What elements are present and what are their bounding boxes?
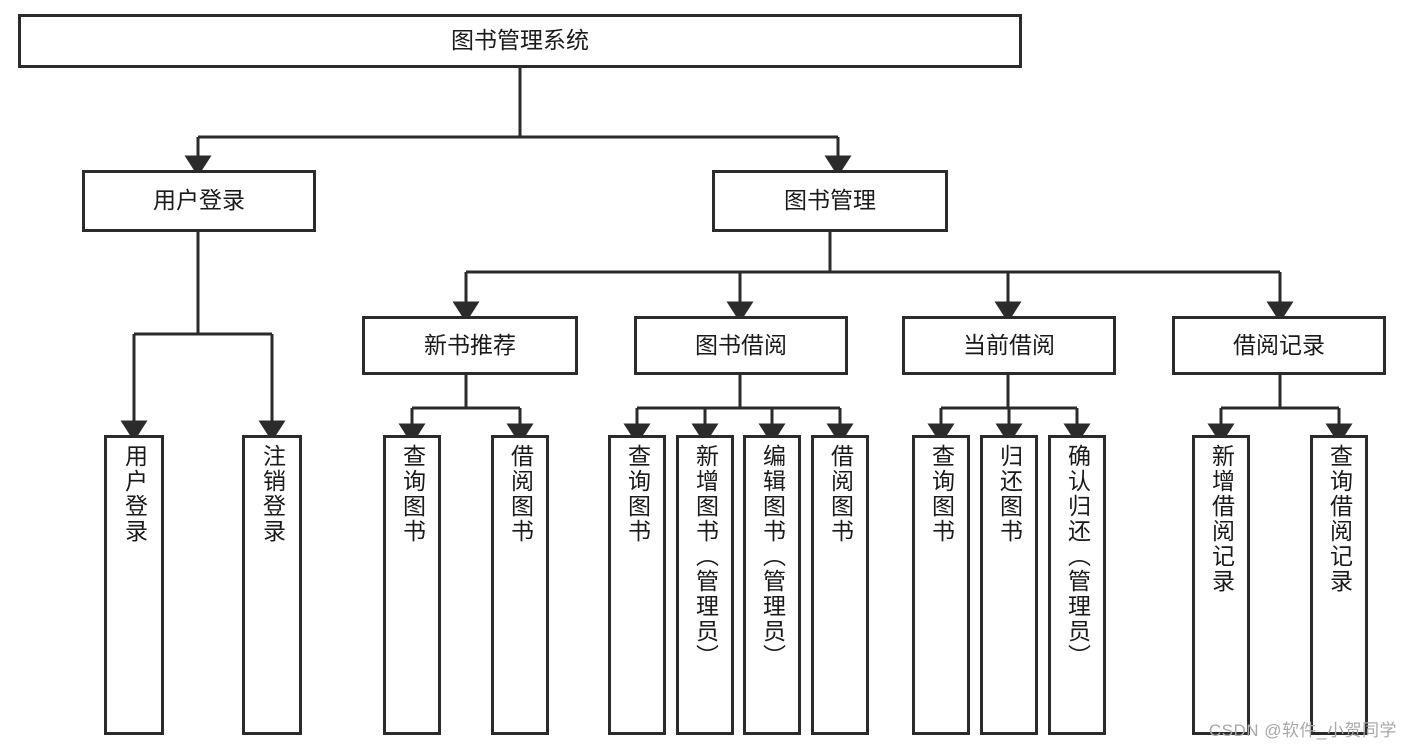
node-label: 查询图书	[624, 444, 651, 544]
node-label: 新增图书（管理员）	[692, 444, 719, 669]
node-label: 确认归还（管理员）	[1064, 444, 1091, 669]
node-label: 图书管理	[784, 187, 876, 214]
node-label: 借阅图书	[827, 444, 854, 544]
node-root-book-management-system[interactable]: 图书管理系统	[18, 14, 1022, 68]
node-book-management[interactable]: 图书管理	[712, 170, 948, 232]
leaf-bb-add-book-admin[interactable]: 新增图书（管理员）	[676, 435, 734, 735]
leaf-user-login[interactable]: 用户登录	[104, 435, 164, 735]
node-label: 图书借阅	[695, 331, 787, 358]
leaf-nbr-query-book[interactable]: 查询图书	[383, 435, 441, 735]
leaf-bb-edit-book-admin[interactable]: 编辑图书（管理员）	[743, 435, 801, 735]
node-label: 查询借阅记录	[1326, 444, 1353, 594]
node-label: 新书推荐	[424, 331, 516, 358]
node-user-login[interactable]: 用户登录	[82, 170, 316, 232]
leaf-bb-query-book[interactable]: 查询图书	[608, 435, 666, 735]
node-current-borrow[interactable]: 当前借阅	[902, 316, 1116, 375]
leaf-cb-query-book[interactable]: 查询图书	[912, 435, 970, 735]
leaf-nbr-borrow-book[interactable]: 借阅图书	[491, 435, 549, 735]
node-label: 借阅记录	[1233, 331, 1325, 358]
node-label: 借阅图书	[507, 444, 534, 544]
node-label: 用户登录	[121, 444, 148, 544]
node-label: 查询图书	[928, 444, 955, 544]
node-label: 注销登录	[259, 444, 286, 544]
node-label: 新增借阅记录	[1208, 444, 1235, 594]
leaf-cb-confirm-return-admin[interactable]: 确认归还（管理员）	[1048, 435, 1106, 735]
node-label: 编辑图书（管理员）	[759, 444, 786, 669]
node-label: 当前借阅	[963, 331, 1055, 358]
leaf-cb-return-book[interactable]: 归还图书	[980, 435, 1038, 735]
node-book-borrow[interactable]: 图书借阅	[634, 316, 848, 375]
node-borrow-record[interactable]: 借阅记录	[1172, 316, 1386, 375]
leaf-bb-borrow-book[interactable]: 借阅图书	[811, 435, 869, 735]
node-new-book-recommend[interactable]: 新书推荐	[362, 316, 578, 375]
node-label: 用户登录	[153, 187, 245, 214]
node-label: 归还图书	[996, 444, 1023, 544]
node-label: 图书管理系统	[451, 27, 589, 54]
leaf-br-query-record[interactable]: 查询借阅记录	[1310, 435, 1368, 735]
leaf-br-add-record[interactable]: 新增借阅记录	[1192, 435, 1250, 735]
node-label: 查询图书	[399, 444, 426, 544]
leaf-logout[interactable]: 注销登录	[242, 435, 302, 735]
